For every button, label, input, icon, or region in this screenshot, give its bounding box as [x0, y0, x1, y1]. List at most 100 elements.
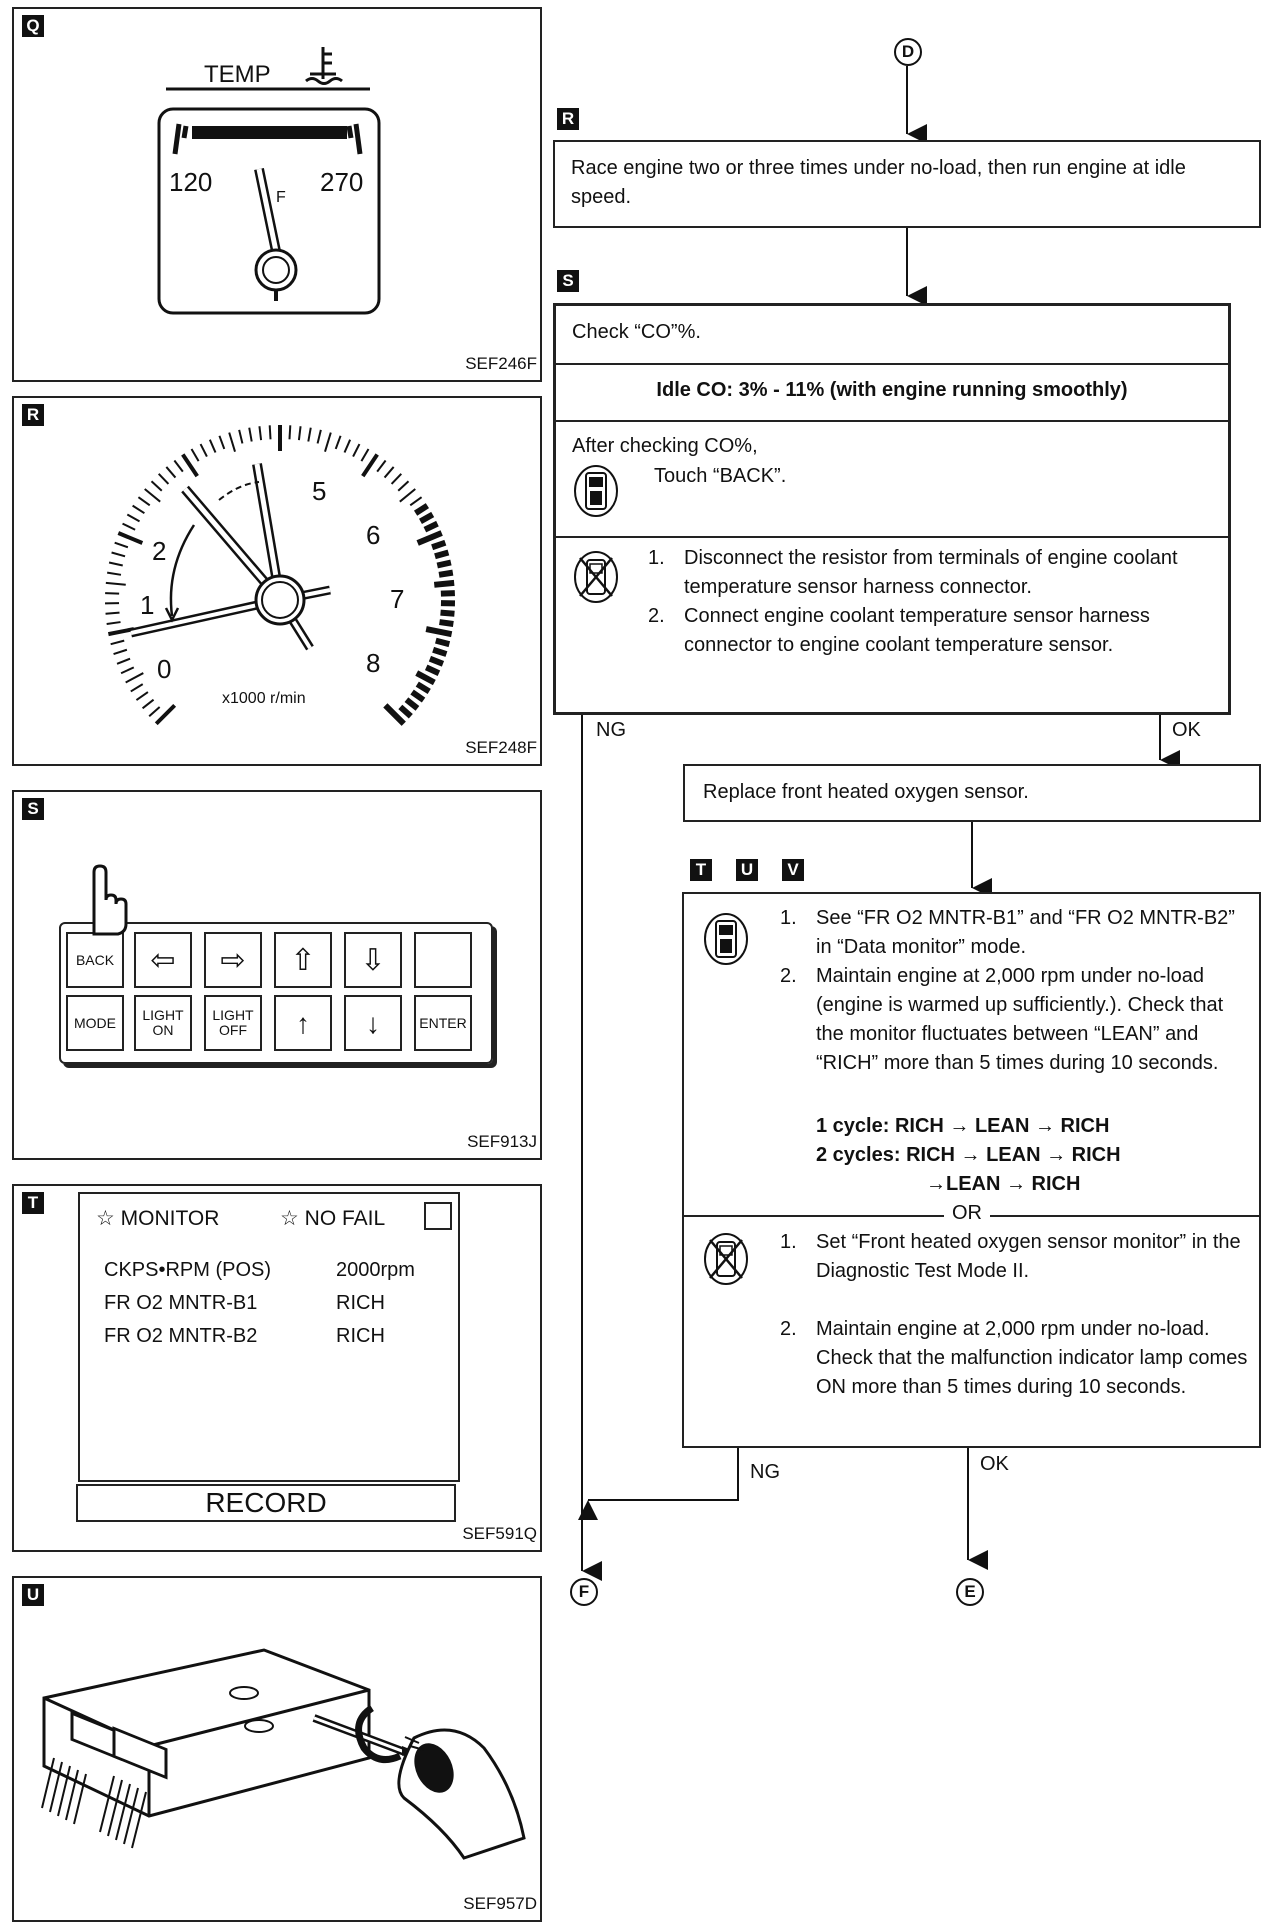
check-co-label: Check “CO”%. — [572, 321, 701, 343]
divider — [556, 363, 1228, 365]
panel-tag: S — [22, 798, 44, 820]
record-button: RECORD — [76, 1484, 456, 1522]
up-arrow-key: ⇧ — [274, 932, 332, 988]
no-fail-label: ☆ NO FAIL — [280, 1207, 386, 1230]
panel-tag: R — [22, 404, 44, 426]
temp-gauge-illustration — [157, 47, 381, 315]
consult-tool-icon — [704, 913, 748, 965]
pointing-hand-icon — [92, 864, 128, 936]
tacho-label-5: 5 — [312, 476, 327, 506]
no-tool-icon — [574, 551, 618, 603]
ecm-screwdriver-illustration — [41, 1648, 526, 1860]
figure-code: SEF957D — [463, 1894, 537, 1913]
list-item: 1.Disconnect the resistor from terminals… — [648, 547, 1178, 598]
temp-marker-label: F — [276, 189, 286, 206]
disconnect-steps: 1.Disconnect the resistor from terminals… — [648, 544, 1208, 660]
consult-tool-icon — [574, 465, 618, 517]
step-tag-s: S — [557, 270, 579, 292]
mode-key: MODE — [66, 995, 124, 1051]
list-item: 1.See “FR O2 MNTR-B1” and “FR O2 MNTR-B2… — [780, 907, 1235, 958]
page-down-key: ↓ — [344, 995, 402, 1051]
thermometer-icon — [305, 47, 343, 85]
no-tool-icon — [704, 1233, 748, 1285]
or-label: OR — [944, 1199, 990, 1228]
step-text: Race engine two or three times under no-… — [571, 157, 1186, 208]
panel-tachometer: R 0 1 2 5 6 7 8 x1000 r/min SEF248F — [12, 396, 542, 766]
ok-label: OK — [1172, 719, 1201, 741]
temp-high-label: 270 — [320, 167, 364, 197]
light-on-key: LIGHT ON — [134, 995, 192, 1051]
panel-tag: Q — [22, 15, 44, 37]
temp-low-label: 120 — [169, 167, 213, 197]
panel-keypad: S BACK ⇦ ⇨ ⇧ ⇩ MODE LIGHT ON LIGHT OFF ↑… — [12, 790, 542, 1160]
connector-node-f: F — [570, 1578, 598, 1606]
list-item: 1.Set “Front heated oxygen sensor monito… — [780, 1231, 1241, 1282]
step-tag-t: T — [690, 859, 712, 881]
cycle-2-continued: →LEAN → RICH — [926, 1173, 1081, 1195]
panel-monitor-screen: T ☆ MONITOR ☆ NO FAIL CKPS•RPM (POS) 2000… — [12, 1184, 542, 1552]
panel-temp-gauge: Q TEMP 120 270 F SEF246F — [12, 7, 542, 382]
back-key: BACK — [66, 932, 124, 988]
down-arrow-key: ⇩ — [344, 932, 402, 988]
row-value: RICH — [336, 1292, 385, 1314]
tacho-label-1: 1 — [140, 590, 155, 620]
divider — [556, 420, 1228, 422]
ng-label: NG — [750, 1461, 780, 1483]
tacho-label-0: 0 — [157, 654, 172, 684]
ng-label: NG — [596, 719, 626, 741]
step-check-co: Check “CO”%. Idle CO: 3% - 11% (with eng… — [553, 303, 1231, 715]
divider — [556, 536, 1228, 538]
tacho-unit: x1000 r/min — [222, 690, 306, 707]
cycle-1-text: 1 cycle: RICH → LEAN → RICH — [816, 1115, 1110, 1137]
panel-tag: T — [22, 1192, 44, 1214]
enter-key: ENTER — [414, 995, 472, 1051]
row-value: RICH — [336, 1325, 385, 1347]
step-tag-v: V — [782, 859, 804, 881]
connector-node-e: E — [956, 1578, 984, 1606]
after-checking-text: After checking CO%, — [572, 435, 758, 457]
tacho-label-6: 6 — [366, 520, 381, 550]
tachometer-illustration — [105, 425, 456, 726]
list-item: 2.Maintain engine at 2,000 rpm under no-… — [780, 965, 1224, 1074]
page-up-key: ↑ — [274, 995, 332, 1051]
row-name: CKPS•RPM (POS) — [104, 1259, 272, 1281]
list-item: 2.Connect engine coolant temperature sen… — [648, 605, 1150, 656]
connector-node-d: D — [894, 38, 922, 66]
idle-co-spec: Idle CO: 3% - 11% (with engine running s… — [656, 379, 1128, 401]
list-item: 2.Maintain engine at 2,000 rpm under no-… — [780, 1318, 1248, 1398]
tacho-label-2: 2 — [152, 536, 167, 566]
step-race-engine: Race engine two or three times under no-… — [553, 140, 1261, 228]
checkbox-icon — [424, 1202, 452, 1230]
cycle-2-text: 2 cycles: RICH → LEAN → RICH — [816, 1144, 1121, 1166]
panel-tag: U — [22, 1584, 44, 1606]
panel-ecm-illustration: U SEF957D — [12, 1576, 542, 1922]
ok-label: OK — [980, 1453, 1009, 1475]
row-value: 2000rpm — [336, 1259, 415, 1281]
step-tag-r: R — [557, 108, 579, 130]
touch-back-text: Touch “BACK”. — [654, 465, 787, 487]
replace-sensor-step: Replace front heated oxygen sensor. — [683, 764, 1261, 822]
temp-title: TEMP — [204, 61, 271, 88]
tacho-label-8: 8 — [366, 648, 381, 678]
figure-code: SEF913J — [467, 1132, 537, 1151]
row-name: FR O2 MNTR-B2 — [104, 1325, 258, 1347]
figure-code: SEF591Q — [462, 1524, 537, 1543]
left-arrow-key: ⇦ — [134, 932, 192, 988]
monitor-label: ☆ MONITOR — [96, 1207, 220, 1230]
light-off-key: LIGHT OFF — [204, 995, 262, 1051]
tacho-label-7: 7 — [390, 584, 405, 614]
keypad-frame — [59, 922, 493, 1064]
step-text: Replace front heated oxygen sensor. — [703, 781, 1029, 803]
monitor-screen — [78, 1192, 460, 1482]
blank-key — [414, 932, 472, 988]
figure-code: SEF246F — [465, 354, 537, 373]
monitor-steps: 1.See “FR O2 MNTR-B1” and “FR O2 MNTR-B2… — [780, 904, 1250, 1078]
figure-code: SEF248F — [465, 738, 537, 757]
step-tag-u: U — [736, 859, 758, 881]
mil-steps: 1.Set “Front heated oxygen sensor monito… — [780, 1228, 1250, 1402]
check-monitor-step: 1.See “FR O2 MNTR-B1” and “FR O2 MNTR-B2… — [682, 892, 1261, 1448]
row-name: FR O2 MNTR-B1 — [104, 1292, 258, 1314]
right-arrow-key: ⇨ — [204, 932, 262, 988]
